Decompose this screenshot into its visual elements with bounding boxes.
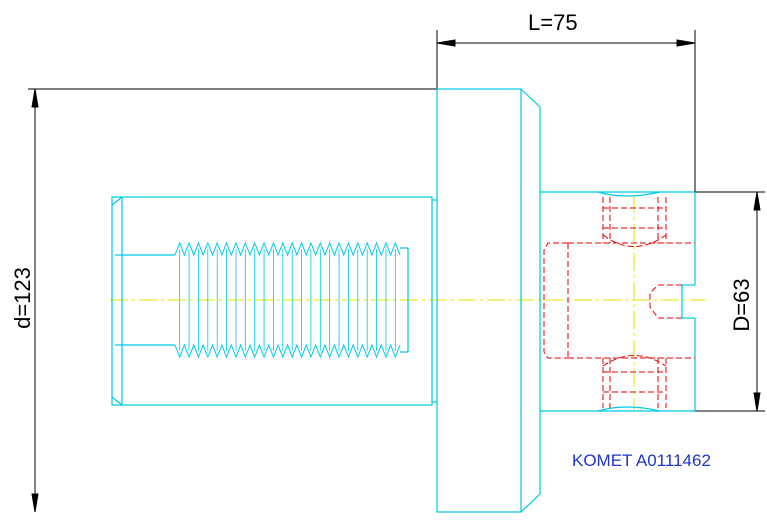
dimension-lines (28, 30, 765, 513)
part-number-label: KOMET A0111462 (572, 451, 711, 470)
hidden-lines (543, 197, 695, 408)
thread-root-lines (179, 249, 396, 351)
length-dimension-label: L=75 (528, 10, 578, 35)
inner-diameter-label: D=63 (729, 278, 754, 332)
thread-profile-bottom (174, 343, 401, 359)
thread-profile-top (174, 241, 401, 257)
outer-diameter-label: d=123 (10, 267, 35, 329)
part-outline (111, 88, 696, 513)
